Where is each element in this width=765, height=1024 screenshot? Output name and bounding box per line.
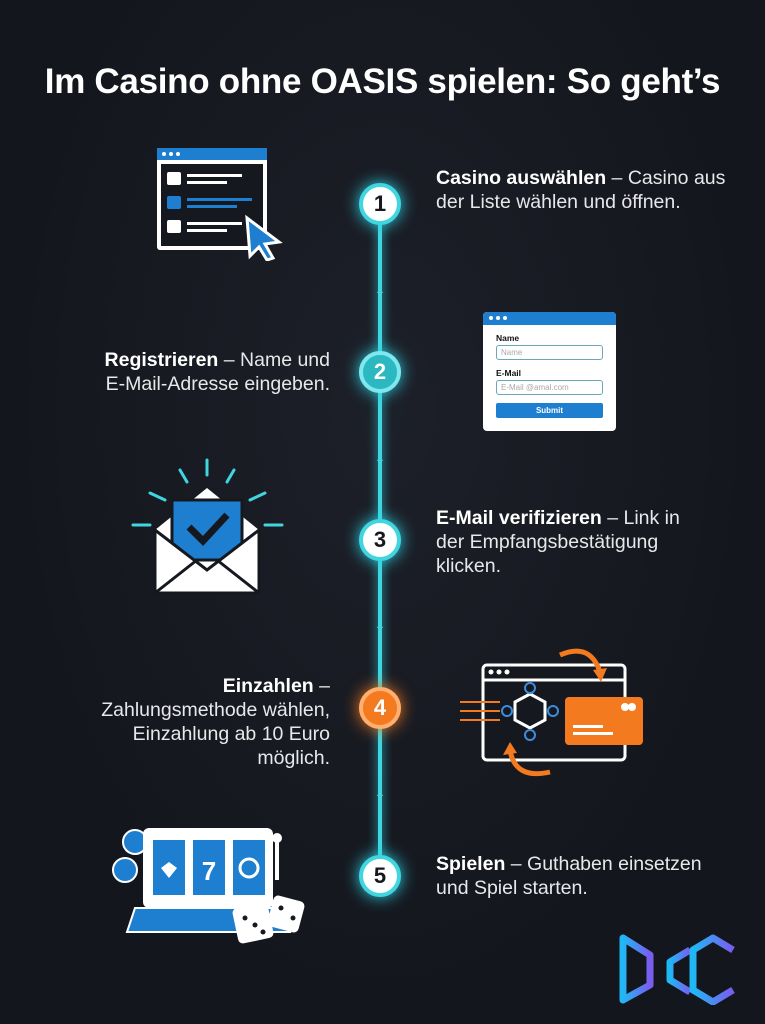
step-4-title: Einzahlen xyxy=(222,675,314,697)
email-label: E-Mail xyxy=(496,368,522,378)
name-field: Name xyxy=(496,345,603,360)
slot-machine-icon: 7 xyxy=(112,828,305,944)
payment-transfer-icon xyxy=(460,648,643,777)
browser-list-icon xyxy=(157,148,283,261)
step-5-title: Spielen xyxy=(436,853,506,875)
envelope-check-icon xyxy=(131,458,284,595)
step-2-text: Registrieren – Name und E-Mail-Adresse e… xyxy=(90,348,330,396)
step-3-desc: – Link in der Empfangsbestätigung klicke… xyxy=(436,507,680,577)
name-label: Name xyxy=(496,333,520,343)
chevron-down-icon: ⌄ xyxy=(374,617,386,633)
step-1-title: Casino auswählen xyxy=(436,167,607,189)
step-5-text: Spielen – Guthaben einsetzen und Spiel s… xyxy=(436,852,726,900)
step-4-desc: – Zahlungsmethode wählen, Einzahlung ab … xyxy=(101,675,330,769)
step-3-node: 3 xyxy=(359,519,401,561)
step-3-title: E-Mail verifizieren xyxy=(436,507,602,529)
step-1-node: 1 xyxy=(359,183,401,225)
email-field: E-Mail @amal.com xyxy=(496,380,603,395)
step-2-node: 2 xyxy=(359,351,401,393)
step-5-desc: – Guthaben einsetzen und Spiel starten. xyxy=(436,853,702,899)
step-1-text: Casino auswählen – Casino aus der Liste … xyxy=(436,166,736,214)
dcc-logo xyxy=(619,934,735,1005)
step-3-text: E-Mail verifizieren – Link in der Empfan… xyxy=(436,506,706,578)
chevron-down-icon: ⌄ xyxy=(374,450,386,466)
step-2-title: Registrieren xyxy=(104,349,219,371)
step-4-text: Einzahlen – Zahlungsmethode wählen, Einz… xyxy=(70,674,330,770)
submit-button: Submit xyxy=(496,403,603,418)
chevron-down-icon: ⌄ xyxy=(374,282,386,298)
page-title: Im Casino ohne OASIS spielen: So geht’s xyxy=(44,62,721,101)
slot-seven: 7 xyxy=(202,856,216,886)
step-2-desc: – Name und E-Mail-Adresse eingeben. xyxy=(105,349,330,395)
registration-form-illustration: Name Name E-Mail E-Mail @amal.com Submit xyxy=(483,312,616,431)
step-1-desc: – Casino aus der Liste wählen und öffnen… xyxy=(436,167,726,213)
step-4-node: 4 xyxy=(359,687,401,729)
chevron-down-icon: ⌄ xyxy=(374,785,386,801)
step-5-node: 5 xyxy=(359,855,401,897)
